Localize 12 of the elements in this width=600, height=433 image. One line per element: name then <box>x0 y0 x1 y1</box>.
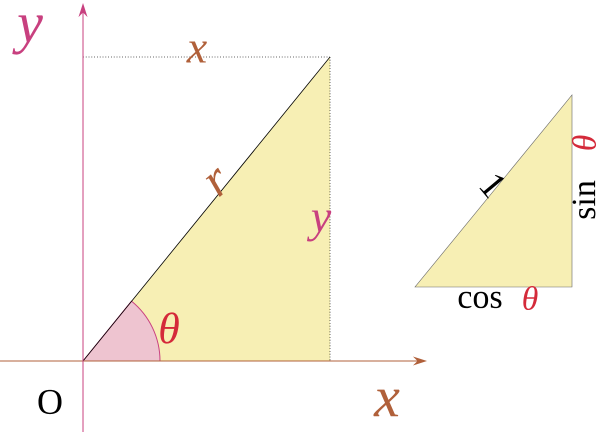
side-label: sin <box>572 180 596 218</box>
side-label: x <box>186 41 207 63</box>
axis-label: x <box>373 390 400 416</box>
angle-label: θ <box>523 286 538 310</box>
angle-label: θ <box>160 312 179 344</box>
side-label: 1 <box>479 174 504 199</box>
origin-label: O <box>38 390 62 414</box>
side-label: y <box>306 210 332 242</box>
axis-label: y <box>12 15 43 55</box>
side-label: cos <box>458 292 502 308</box>
angle-label: θ <box>572 135 596 150</box>
side-label: r <box>206 168 223 197</box>
